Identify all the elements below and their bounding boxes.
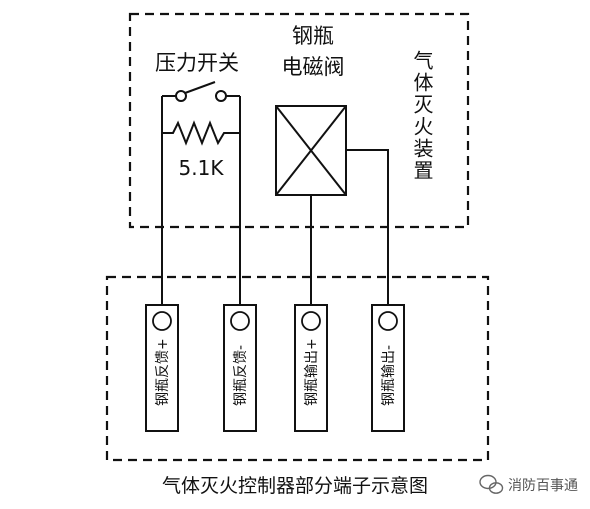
device-title: 气体灭火装置 bbox=[410, 50, 434, 182]
wires bbox=[161, 96, 389, 305]
terminal-label: 钢瓶输出- bbox=[381, 345, 397, 406]
wechat-icon bbox=[479, 474, 504, 494]
resistor-symbol bbox=[162, 120, 240, 146]
pressure-switch-symbol bbox=[162, 81, 240, 102]
terminal-output-minus: 钢瓶输出- bbox=[371, 304, 405, 432]
terminal-label: 钢瓶反馈- bbox=[233, 345, 249, 406]
terminal-feedback-plus: 钢瓶反馈+ bbox=[145, 304, 179, 432]
valve-label-line1: 钢瓶 bbox=[292, 24, 334, 48]
terminal-label: 钢瓶输出+ bbox=[304, 338, 320, 406]
terminal-feedback-minus: 钢瓶反馈- bbox=[223, 304, 257, 432]
resistor-value-label: 5.1K bbox=[179, 156, 225, 180]
pressure-switch-label: 压力开关 bbox=[155, 51, 239, 75]
diagram-caption: 气体灭火控制器部分端子示意图 bbox=[162, 475, 428, 497]
terminal-output-plus: 钢瓶输出+ bbox=[294, 304, 328, 432]
valve-label-line2: 电磁阀 bbox=[282, 55, 345, 79]
solenoid-valve-symbol bbox=[275, 105, 347, 196]
controller-boundary bbox=[105, 275, 490, 462]
terminal-label: 钢瓶反馈+ bbox=[155, 338, 171, 406]
device-boundary bbox=[128, 12, 470, 229]
watermark-text: 消防百事通 bbox=[508, 478, 578, 494]
